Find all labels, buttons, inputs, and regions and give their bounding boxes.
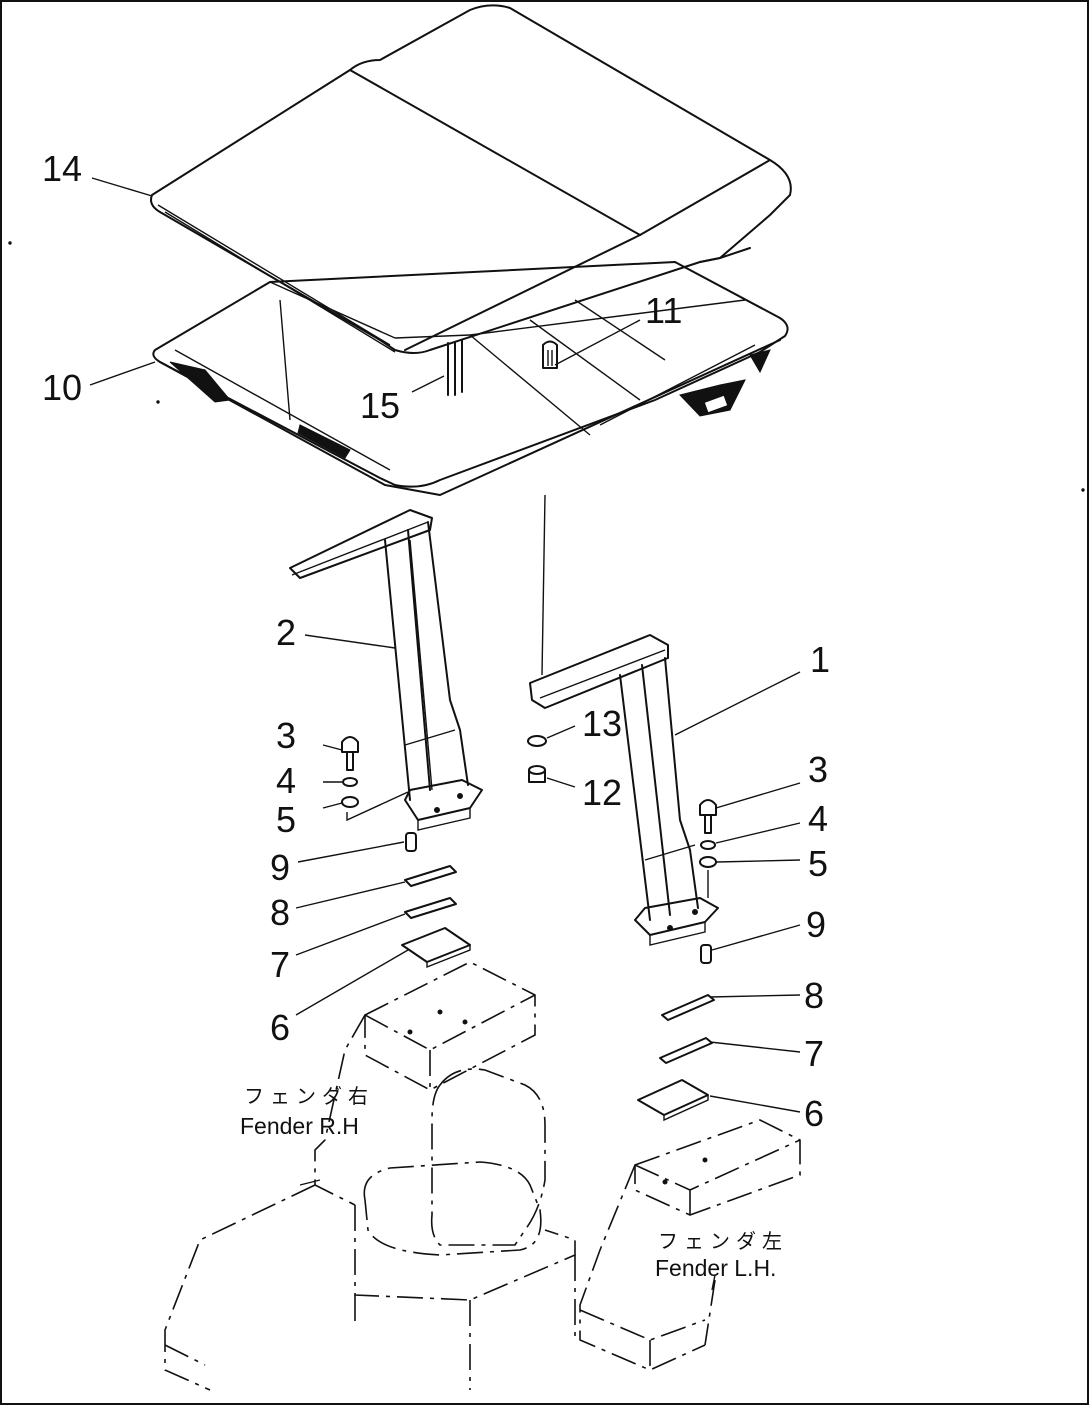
fender-lh-label-jp: フェンダ左 — [658, 1229, 788, 1253]
part-15-bracket — [447, 339, 463, 396]
washer-5-lh — [699, 856, 717, 868]
shim-8-lh — [661, 994, 715, 1021]
callout-3-right: 3 — [808, 749, 828, 790]
washer-4-lh — [700, 840, 716, 850]
callout-9-right: 9 — [806, 904, 826, 945]
callout-1: 1 — [810, 639, 830, 680]
callout-7-left: 7 — [270, 944, 290, 985]
washer-4-rh — [342, 777, 358, 787]
operator-seat — [354, 1068, 576, 1390]
callout-3-left: 3 — [276, 715, 296, 756]
spacer-9-lh — [700, 944, 712, 964]
callout-12: 12 — [582, 772, 622, 813]
fender-lh-label-en: Fender L.H. — [655, 1255, 776, 1281]
callout-4-left: 4 — [276, 760, 296, 801]
part-1-post-lh — [529, 634, 719, 946]
callout-13: 13 — [582, 703, 622, 744]
shim-8-rh — [404, 865, 457, 887]
callout-5-left: 5 — [276, 799, 296, 840]
callout-4-right: 4 — [808, 798, 828, 839]
part-2-post-rh — [289, 509, 483, 831]
pad-6-lh — [637, 1079, 709, 1116]
fastener-set-lh — [637, 799, 717, 1122]
fender-rh-label-en: Fender R.H — [240, 1113, 359, 1139]
callout-10: 10 — [42, 367, 82, 408]
callout-14: 14 — [42, 148, 82, 189]
stray-dot — [1081, 488, 1085, 492]
part-11-clip — [542, 340, 558, 369]
callout-11: 11 — [645, 290, 682, 331]
bolt-3-rh — [341, 736, 359, 753]
shim-7-rh — [404, 897, 457, 919]
stray-dot — [8, 241, 12, 245]
pad-6-rh — [401, 927, 471, 963]
callout-8-right: 8 — [804, 975, 824, 1016]
assembly-line — [541, 494, 546, 676]
fender-lh — [579, 1119, 801, 1371]
fender-rh-label-jp: フェンダ右 — [244, 1084, 374, 1108]
callout-7-right: 7 — [804, 1033, 824, 1074]
callout-2: 2 — [276, 612, 296, 653]
stray-dot — [156, 400, 160, 404]
bolt-3-lh — [699, 799, 717, 816]
washer-13 — [527, 735, 547, 747]
part-14-roof-cover — [150, 4, 792, 354]
fastener-set-rh — [341, 736, 471, 969]
callout-5-right: 5 — [808, 843, 828, 884]
nuts-12-13 — [527, 735, 547, 783]
spacer-9-rh — [405, 832, 417, 852]
washer-5-rh — [341, 796, 359, 808]
callout-9-left: 9 — [270, 847, 290, 888]
fender-rh — [164, 961, 536, 1391]
shim-7-lh — [659, 1037, 713, 1064]
callout-15: 15 — [360, 385, 400, 426]
callout-6-right: 6 — [804, 1093, 824, 1134]
callout-8-left: 8 — [270, 892, 290, 933]
leader-lines — [89, 177, 801, 1291]
part-10-canopy-frame — [152, 261, 789, 496]
callout-6-left: 6 — [270, 1007, 290, 1048]
